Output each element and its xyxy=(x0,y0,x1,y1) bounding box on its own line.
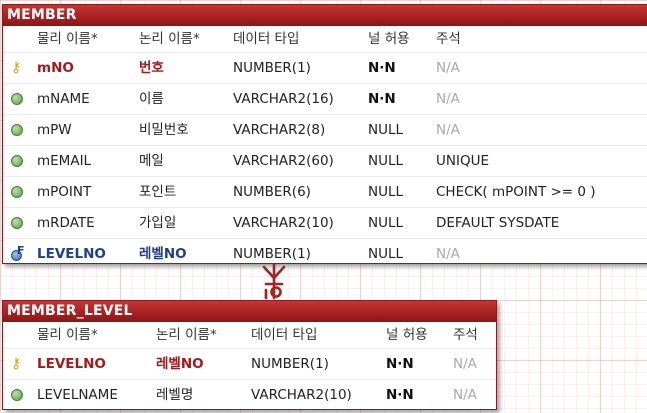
table-row[interactable]: F LEVELNO 레벨NO NUMBER(1) NULL N/A xyxy=(3,238,647,269)
data-type: NUMBER(1) xyxy=(251,356,329,372)
header-physical-name: 물리 이름* xyxy=(37,31,98,47)
table-row[interactable]: ⚷ LEVELNO 레벨NO NUMBER(1) N·N N/A xyxy=(3,348,496,379)
nullable: NULL xyxy=(368,246,404,262)
physical-name: mEMAIL xyxy=(37,153,92,169)
data-type: NUMBER(1) xyxy=(233,246,311,262)
logical-name: 레벨NO xyxy=(156,356,204,372)
column-dot-icon xyxy=(11,115,31,145)
table-row[interactable]: mEMAIL 메일 VARCHAR2(60) NULL UNIQUE xyxy=(3,145,647,176)
nullable: N·N xyxy=(368,60,396,76)
nullable: N·N xyxy=(368,91,396,107)
data-type: VARCHAR2(10) xyxy=(233,215,334,231)
nullable: NULL xyxy=(368,184,404,200)
table-row[interactable]: mPOINT 포인트 NUMBER(6) NULL CHECK( mPOINT … xyxy=(3,176,647,207)
data-type: VARCHAR2(16) xyxy=(233,91,334,107)
header-nullable: 널 허용 xyxy=(386,327,428,343)
comment: N/A xyxy=(453,387,477,403)
logical-name: 레벨명 xyxy=(156,387,194,403)
header-physical-name: 물리 이름* xyxy=(37,327,98,343)
logical-name: 비밀번호 xyxy=(139,122,189,138)
logical-name: 레벨NO xyxy=(139,246,187,262)
header-data-type: 데이터 타입 xyxy=(233,31,300,47)
entity-member-level[interactable]: MEMBER_LEVEL 물리 이름* 논리 이름* 데이터 타입 널 허용 주… xyxy=(2,300,497,410)
primary-key-icon: ⚷ xyxy=(11,60,22,76)
physical-name: mRDATE xyxy=(37,215,95,231)
table-row[interactable]: mPW 비밀번호 VARCHAR2(8) NULL N/A xyxy=(3,114,647,145)
comment: N/A xyxy=(453,356,477,372)
logical-name: 메일 xyxy=(139,153,164,169)
column-dot-icon xyxy=(11,146,31,176)
header-logical-name: 논리 이름* xyxy=(139,31,200,47)
header-data-type: 데이터 타입 xyxy=(251,327,318,343)
logical-name: 번호 xyxy=(139,60,164,76)
table-row[interactable]: mNAME 이름 VARCHAR2(16) N·N N/A xyxy=(3,83,647,114)
physical-name: LEVELNO xyxy=(37,356,106,372)
column-dot-icon xyxy=(11,208,31,238)
nullable: N·N xyxy=(386,356,414,372)
comment: N/A xyxy=(436,60,460,76)
entity-member[interactable]: MEMBER 물리 이름* 논리 이름* 데이터 타입 널 허용 주석 ⚷ mN… xyxy=(2,4,647,264)
entity-title[interactable]: MEMBER_LEVEL xyxy=(3,301,496,322)
table-row[interactable]: LEVELNAME 레벨명 VARCHAR2(10) N·N N/A xyxy=(3,379,496,410)
comment: N/A xyxy=(436,122,460,138)
table-row[interactable]: mRDATE 가입일 VARCHAR2(10) NULL DEFAULT SYS… xyxy=(3,207,647,238)
nullable: NULL xyxy=(368,215,404,231)
column-dot-icon xyxy=(11,84,31,114)
logical-name: 가입일 xyxy=(139,215,177,231)
nullable: N·N xyxy=(386,387,414,403)
physical-name: mNAME xyxy=(37,91,90,107)
comment: UNIQUE xyxy=(436,153,489,169)
physical-name: mPW xyxy=(37,122,72,138)
crow-foot-right xyxy=(272,265,286,280)
data-type: NUMBER(1) xyxy=(233,60,311,76)
nullable: NULL xyxy=(368,153,404,169)
relationship-connector[interactable] xyxy=(256,264,292,300)
table-row[interactable]: ⚷ mNO 번호 NUMBER(1) N·N N/A xyxy=(3,52,647,83)
crow-foot-left xyxy=(262,265,276,280)
data-type: VARCHAR2(10) xyxy=(251,387,352,403)
entity-title[interactable]: MEMBER xyxy=(3,5,647,26)
primary-key-icon: ⚷ xyxy=(11,356,22,372)
comment: CHECK( mPOINT >= 0 ) xyxy=(436,184,596,200)
physical-name: LEVELNO xyxy=(37,246,106,262)
header-comment: 주석 xyxy=(436,31,461,47)
column-dot-icon xyxy=(11,177,31,207)
data-type: VARCHAR2(8) xyxy=(233,122,326,138)
comment: DEFAULT SYSDATE xyxy=(436,215,560,231)
column-dot-icon xyxy=(11,380,31,410)
column-header-row: 물리 이름* 논리 이름* 데이터 타입 널 허용 주석 xyxy=(3,322,496,348)
header-comment: 주석 xyxy=(453,327,478,343)
foreign-key-icon: F xyxy=(11,239,31,269)
physical-name: mPOINT xyxy=(37,184,92,200)
column-header-row: 물리 이름* 논리 이름* 데이터 타입 널 허용 주석 xyxy=(3,26,647,52)
logical-name: 포인트 xyxy=(139,184,177,200)
data-type: NUMBER(6) xyxy=(233,184,311,200)
logical-name: 이름 xyxy=(139,91,164,107)
header-nullable: 널 허용 xyxy=(368,31,410,47)
physical-name: LEVELNAME xyxy=(37,387,118,403)
comment: N/A xyxy=(436,91,460,107)
header-logical-name: 논리 이름* xyxy=(156,327,217,343)
comment: N/A xyxy=(436,246,460,262)
optional-circle xyxy=(270,286,282,298)
physical-name: mNO xyxy=(37,60,74,76)
data-type: VARCHAR2(60) xyxy=(233,153,334,169)
nullable: NULL xyxy=(368,122,404,138)
